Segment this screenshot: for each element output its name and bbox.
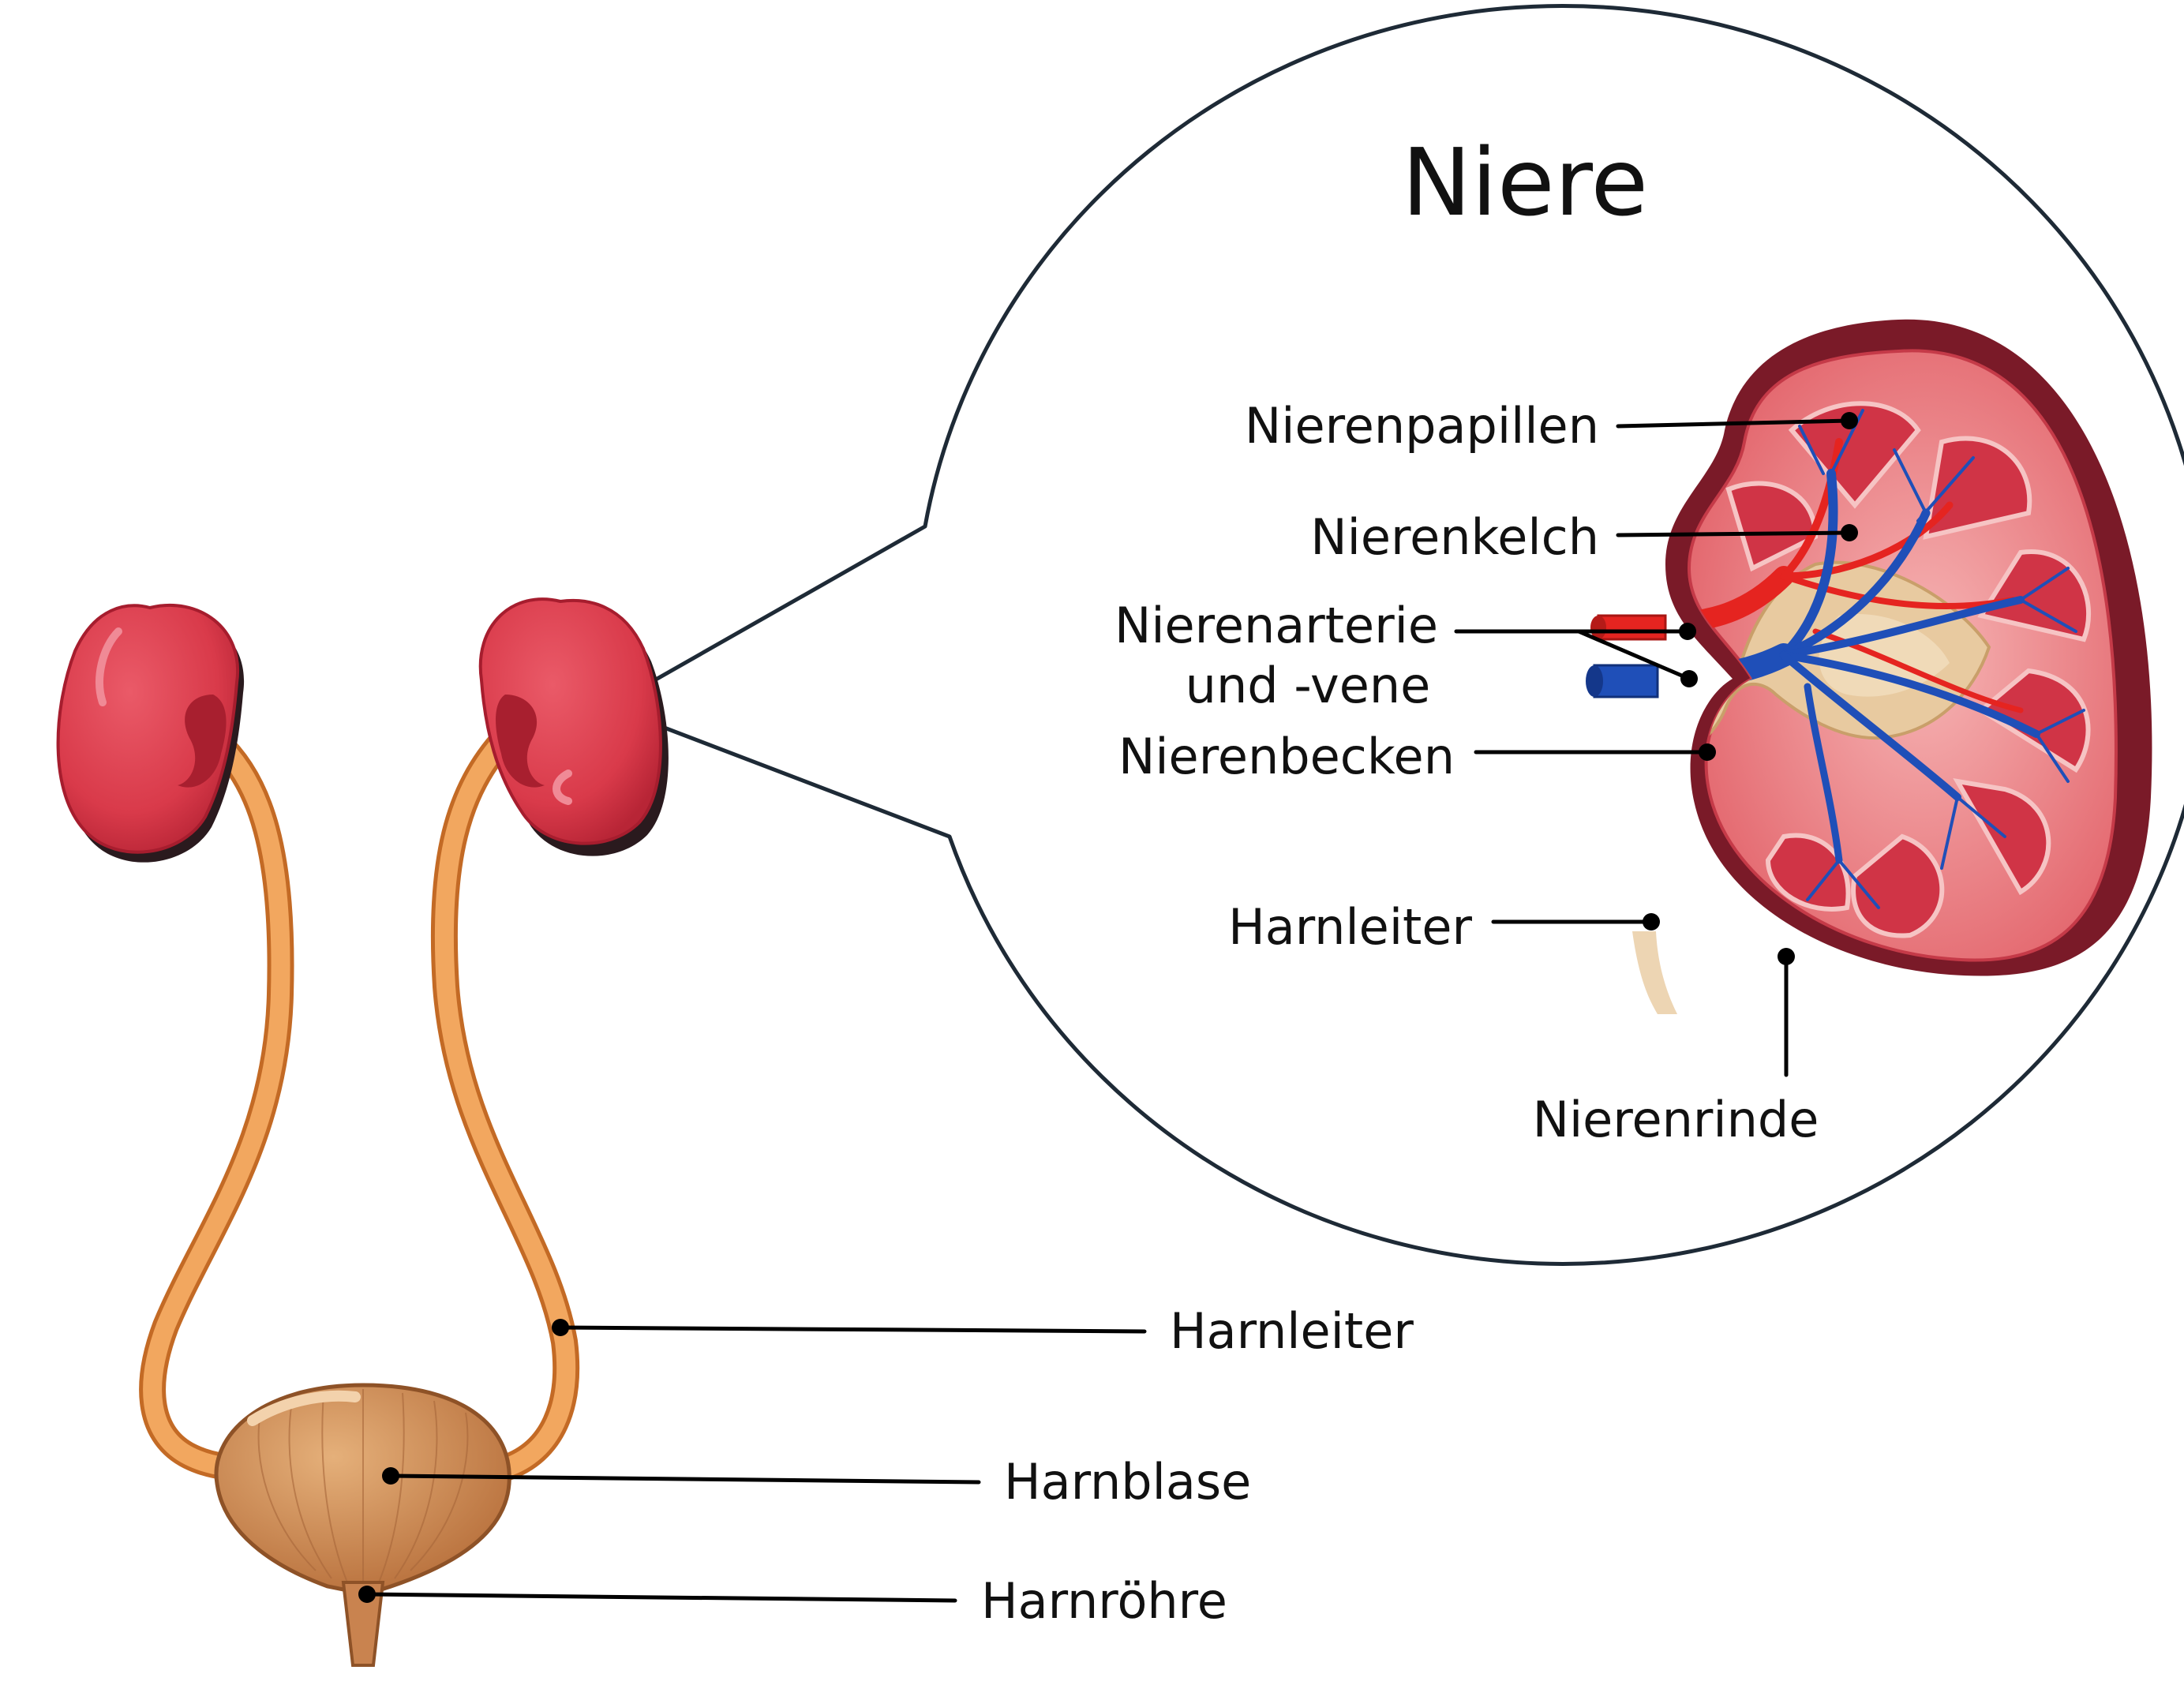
bladder bbox=[214, 1383, 511, 1667]
left-kidney bbox=[56, 603, 245, 863]
label-nierenpapillen: Nierenpapillen bbox=[1245, 397, 1599, 455]
label-nierenbecken: Nierenbecken bbox=[1118, 728, 1455, 785]
label-harnleiter: Harnleiter bbox=[1170, 1302, 1414, 1360]
kidney-cross-section bbox=[1586, 319, 2152, 1014]
right-kidney bbox=[478, 597, 669, 856]
label-nierenarterie: Nierenarterie bbox=[1114, 597, 1438, 654]
label-harnblase: Harnblase bbox=[1004, 1453, 1251, 1511]
overview-leader-lines bbox=[358, 1319, 1147, 1603]
label-nierenrinde: Nierenrinde bbox=[1533, 1091, 1819, 1148]
label-harnroehre: Harnröhre bbox=[981, 1572, 1227, 1630]
label-und-vene: und -vene bbox=[1186, 657, 1431, 714]
ureters bbox=[139, 725, 580, 1481]
label-nierenkelch: Nierenkelch bbox=[1310, 508, 1599, 566]
diagram-title: Niere bbox=[1402, 128, 1648, 237]
detail-leader-lines bbox=[1454, 412, 1858, 1077]
label-harnleiter-detail: Harnleiter bbox=[1228, 898, 1472, 956]
